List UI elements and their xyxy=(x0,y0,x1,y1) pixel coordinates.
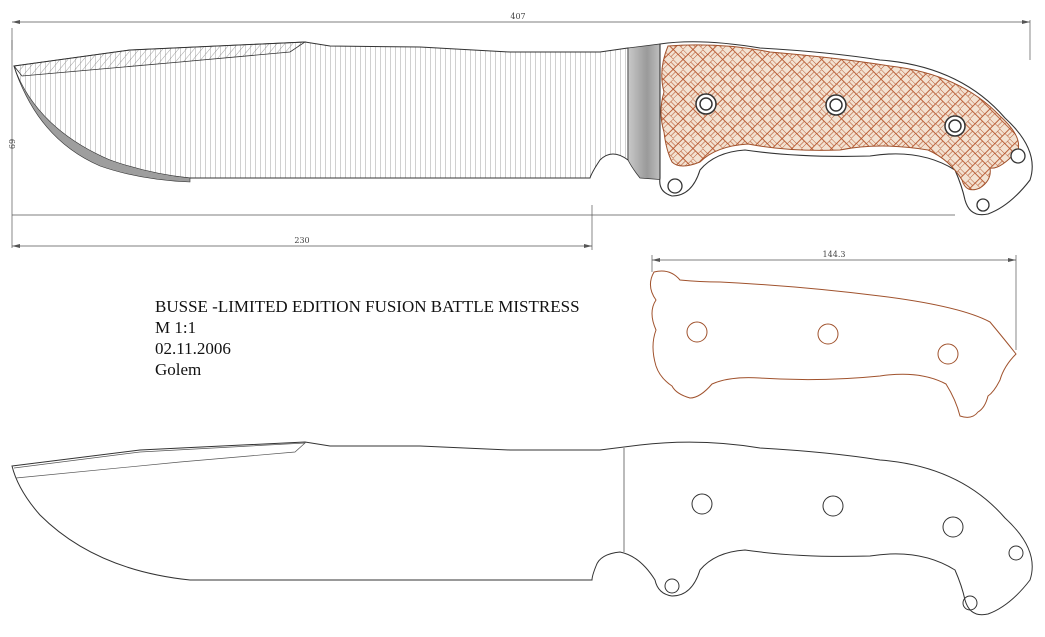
top-blade-swedge xyxy=(13,41,307,77)
height-dimension: 69 xyxy=(7,40,16,248)
bottom-pin-hole xyxy=(691,493,713,515)
handle-pin xyxy=(944,115,966,137)
lanyard-hole xyxy=(976,198,990,212)
scale-length-label: 144.3 xyxy=(823,250,846,259)
top-knife-view: 407 69 230 xyxy=(7,12,1033,250)
handle-scale-outline xyxy=(650,270,1017,418)
author-label: Golem xyxy=(155,360,202,379)
bottom-knife-profile xyxy=(11,441,1033,616)
bottom-knife-outline xyxy=(11,441,1033,616)
blade-length-dimension: 230 xyxy=(12,205,955,250)
bottom-pin-hole xyxy=(942,516,964,538)
bottom-lanyard-hole xyxy=(962,595,978,611)
date-label: 02.11.2006 xyxy=(155,339,231,358)
lanyard-hole xyxy=(667,178,683,194)
height-label: 69 xyxy=(7,139,16,149)
lanyard-hole xyxy=(1010,148,1026,164)
blade-length-label: 230 xyxy=(294,236,309,245)
bottom-pin-hole xyxy=(822,495,844,517)
overall-length-label: 407 xyxy=(510,12,525,21)
bottom-blade-swedge-line xyxy=(13,442,306,479)
scale-label: M 1:1 xyxy=(155,318,197,337)
top-handle-scale xyxy=(660,44,1020,191)
handle-pin xyxy=(825,94,847,116)
scale-pin-hole xyxy=(937,343,959,365)
bottom-lanyard-hole xyxy=(1008,545,1024,561)
top-ricasso xyxy=(627,43,667,181)
handle-scale-template: 144.3 xyxy=(650,250,1017,418)
model-title: BUSSE -LIMITED EDITION FUSION BATTLE MIS… xyxy=(155,297,580,316)
handle-pin xyxy=(695,93,717,115)
title-block: BUSSE -LIMITED EDITION FUSION BATTLE MIS… xyxy=(155,296,580,380)
scale-length-dimension: 144.3 xyxy=(651,250,1017,350)
bottom-lanyard-hole xyxy=(664,578,680,594)
top-handle-pins xyxy=(667,93,1026,212)
overall-length-dimension: 407 xyxy=(11,12,1031,60)
top-blade-edge-bevel xyxy=(15,71,191,183)
scale-pin-hole xyxy=(817,323,839,345)
scale-pin-hole xyxy=(686,321,708,343)
